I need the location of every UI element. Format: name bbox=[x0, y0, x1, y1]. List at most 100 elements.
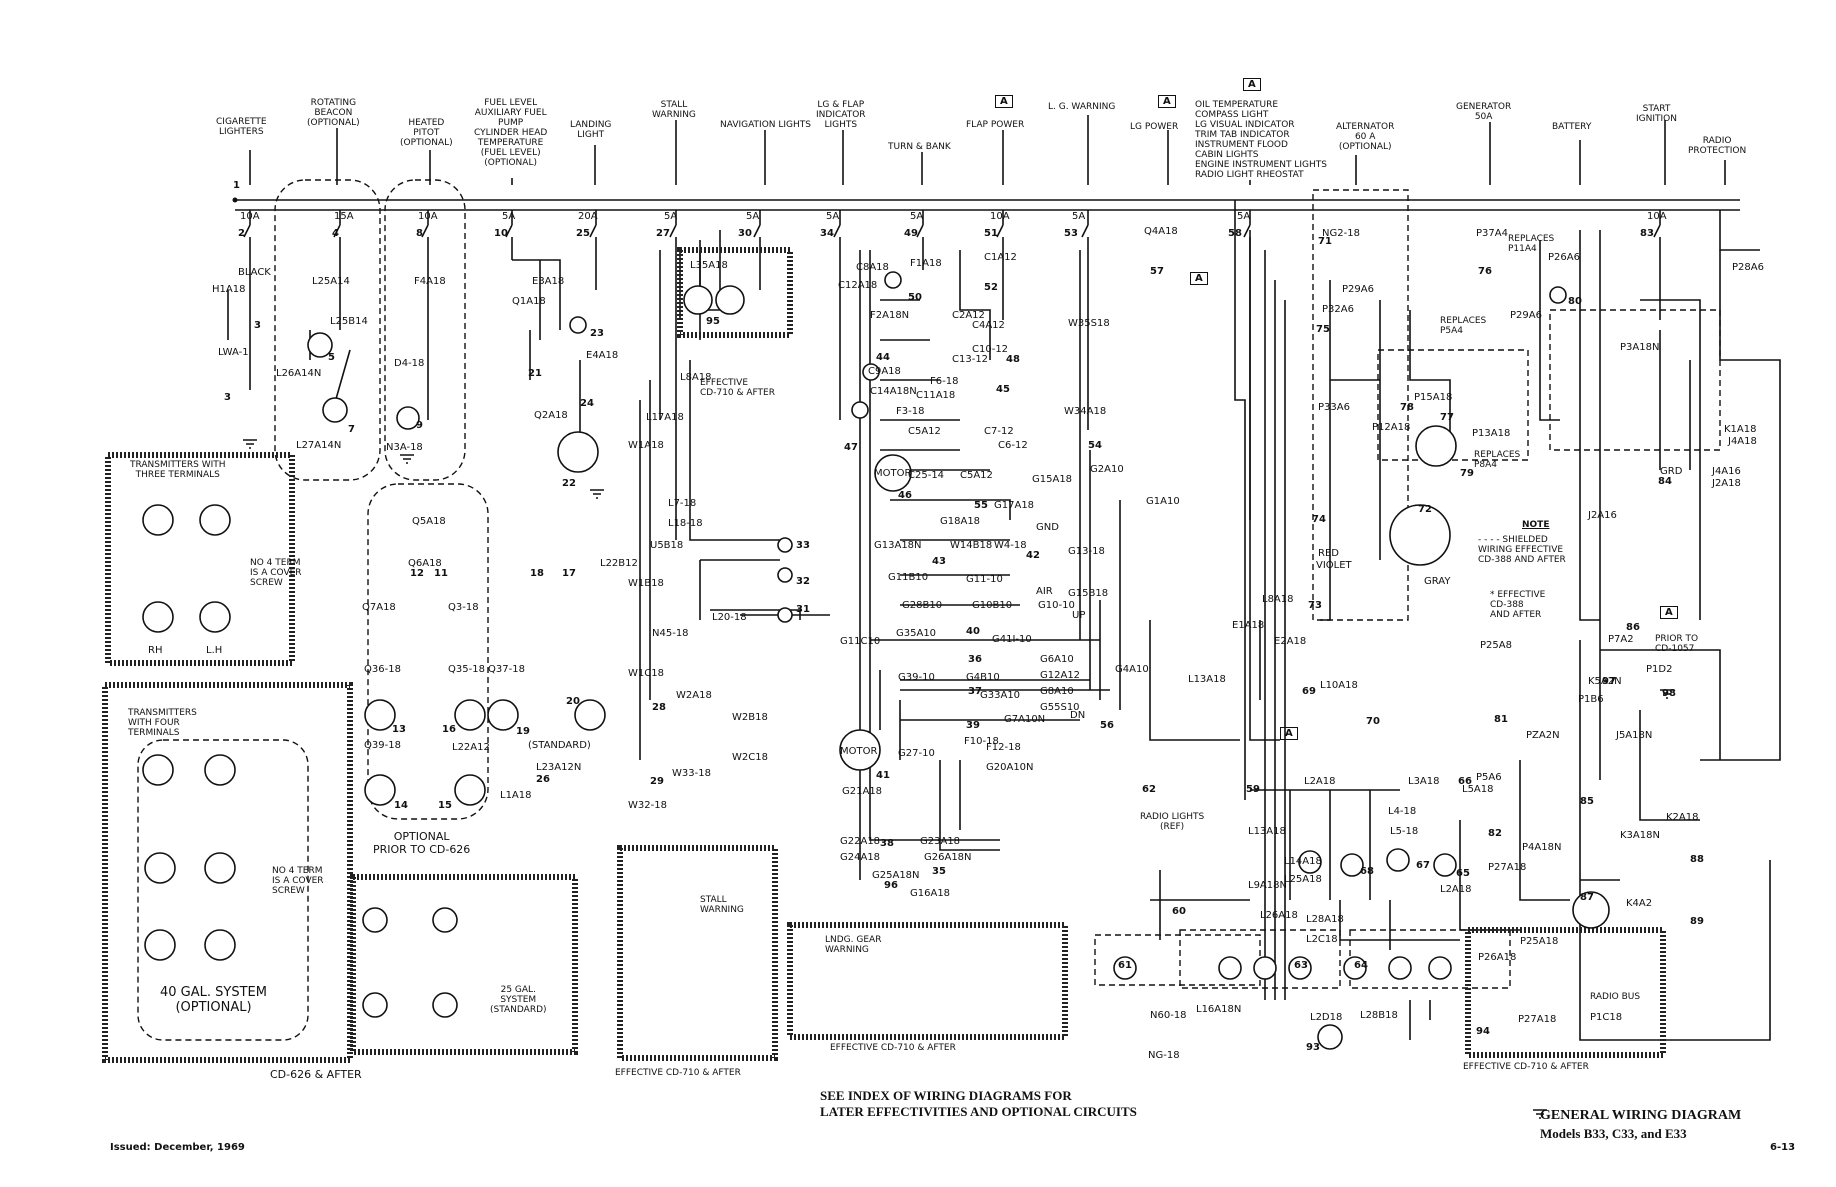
box-title-optional-prior: OPTIONAL PRIOR TO CD-626 bbox=[373, 830, 471, 856]
component-number: 50 bbox=[908, 292, 922, 303]
component-number: 84 bbox=[1658, 476, 1672, 487]
breaker-34-rating: 5A bbox=[826, 211, 840, 222]
wire-code: P5A6 bbox=[1476, 772, 1502, 783]
wire-code: L5-18 bbox=[1390, 826, 1419, 837]
box-title-transmitters-three: TRANSMITTERS WITH THREE TERMINALS bbox=[130, 460, 226, 480]
wire-code: W34A18 bbox=[1064, 406, 1107, 417]
bus-label-navigation-lights: NAVIGATION LIGHTS bbox=[720, 120, 812, 130]
wire-code: Q39-18 bbox=[364, 740, 401, 751]
component-number: 68 bbox=[1360, 866, 1374, 877]
breaker-number-34: 34 bbox=[820, 228, 834, 239]
label-gnd: GND bbox=[1036, 522, 1059, 533]
component-number: 76 bbox=[1478, 266, 1492, 277]
component-number: 15 bbox=[438, 800, 452, 811]
wire-code: E2A18 bbox=[1274, 636, 1307, 647]
wire-code: P1C18 bbox=[1590, 1012, 1623, 1023]
component-number: 74 bbox=[1312, 514, 1326, 525]
bus-label-alternator: ALTERNATOR 60 A (OPTIONAL) bbox=[1336, 122, 1395, 152]
wire-code: G41I-10 bbox=[992, 634, 1032, 645]
component-number: 3 bbox=[224, 392, 231, 403]
component-number: 47 bbox=[844, 442, 858, 453]
wire-code: L8A18 bbox=[680, 372, 712, 383]
wire-code: P25A8 bbox=[1480, 640, 1512, 651]
wire-code: K1A18 bbox=[1724, 424, 1757, 435]
wire-code: C13-12 bbox=[952, 354, 989, 365]
wire-code: W2C18 bbox=[732, 752, 768, 763]
wire-code: L8A18 bbox=[1262, 594, 1294, 605]
radio-lights-ref: RADIO LIGHTS (REF) bbox=[1140, 812, 1205, 832]
wire-code: G11B10 bbox=[888, 572, 929, 583]
wire-code: J4A16 bbox=[1712, 466, 1741, 477]
warning-triangle-oil: A bbox=[1243, 78, 1261, 91]
wire-code: F4A18 bbox=[414, 276, 446, 287]
component-number: 11 bbox=[434, 568, 448, 579]
wire-code: P29A6 bbox=[1342, 284, 1374, 295]
wire-code: P4A18N bbox=[1522, 842, 1562, 853]
breaker-number-83: 83 bbox=[1640, 228, 1654, 239]
component-number: 73 bbox=[1308, 600, 1322, 611]
wire-code: W2A18 bbox=[676, 690, 712, 701]
box-title-stall-effective: EFFECTIVE CD-710 & AFTER bbox=[615, 1068, 741, 1078]
component-number: 65 bbox=[1456, 868, 1470, 879]
component-number: 19 bbox=[516, 726, 530, 737]
warning-triangle-59: A bbox=[1280, 727, 1298, 740]
wire-code: G8A10 bbox=[1040, 686, 1074, 697]
wire-code: L7-18 bbox=[668, 498, 697, 509]
bus-label-landing-light: LANDING LIGHT bbox=[570, 120, 612, 140]
label-lh: L.H bbox=[206, 645, 223, 656]
component-number: 81 bbox=[1494, 714, 1508, 725]
component-number: 40 bbox=[966, 626, 980, 637]
wire-code: Q7A18 bbox=[362, 602, 396, 613]
wire-code: P25A18 bbox=[1520, 936, 1559, 947]
component-number: 5 bbox=[328, 352, 335, 363]
bus-label-generator: GENERATOR 50A bbox=[1456, 102, 1512, 122]
wire-code: G24A18 bbox=[840, 852, 881, 863]
replaces-p8a4: REPLACES P8A4 bbox=[1474, 450, 1521, 470]
wire-code: Q36-18 bbox=[364, 664, 401, 675]
box-title-cd626: CD-626 & AFTER bbox=[270, 1068, 362, 1081]
wire-code: P33A6 bbox=[1318, 402, 1350, 413]
box-title-radio-bus: RADIO BUS bbox=[1590, 992, 1641, 1002]
label-red: RED bbox=[1318, 548, 1339, 559]
bus-label-rotating-beacon: ROTATING BEACON (OPTIONAL) bbox=[307, 98, 360, 128]
breaker-number-25: 25 bbox=[576, 228, 590, 239]
wire-code: N3A-18 bbox=[386, 442, 423, 453]
wire-code: Q1A18 bbox=[512, 296, 546, 307]
wire-code: G17A18 bbox=[994, 500, 1035, 511]
wire-code: H1A18 bbox=[212, 284, 246, 295]
wire-code: L9A18N bbox=[1248, 880, 1287, 891]
wire-code: L18-18 bbox=[668, 518, 703, 529]
wire-code: J2A16 bbox=[1588, 510, 1617, 521]
component-number: 43 bbox=[932, 556, 946, 567]
wire-code: BLACK bbox=[238, 267, 271, 278]
component-number: 24 bbox=[580, 398, 594, 409]
component-number: 29 bbox=[650, 776, 664, 787]
component-number: 9 bbox=[416, 420, 423, 431]
breaker-number-4: 4 bbox=[332, 228, 339, 239]
component-number: 41 bbox=[876, 770, 890, 781]
component-number: 66 bbox=[1458, 776, 1472, 787]
component-number: 75 bbox=[1316, 324, 1330, 335]
box-title-forty-gal: 40 GAL. SYSTEM (OPTIONAL) bbox=[160, 985, 267, 1015]
wire-code: L14A18 bbox=[1284, 856, 1322, 867]
component-number: 87 bbox=[1580, 892, 1594, 903]
wire-code: C8A18 bbox=[856, 262, 889, 273]
wire-code: P37A4 bbox=[1476, 228, 1508, 239]
wire-code: J2A18 bbox=[1712, 478, 1741, 489]
component-number: 38 bbox=[880, 838, 894, 849]
wire-code: L27A14N bbox=[296, 440, 342, 451]
wire-code: C7-12 bbox=[984, 426, 1014, 437]
wire-code: W1A18 bbox=[628, 440, 664, 451]
warning-triangle-86: A bbox=[1660, 606, 1678, 619]
component-number: 42 bbox=[1026, 550, 1040, 561]
components bbox=[142, 271, 1610, 1050]
wire-code: F12-18 bbox=[986, 742, 1021, 753]
component-number: 79 bbox=[1460, 468, 1474, 479]
wire-code: G33A10 bbox=[980, 690, 1021, 701]
bus-label-heated-pitot: HEATED PITOT (OPTIONAL) bbox=[400, 118, 453, 148]
wire-code: K4A2 bbox=[1626, 898, 1653, 909]
wire-code: U5B18 bbox=[650, 540, 684, 551]
wire-code: G27-10 bbox=[898, 748, 935, 759]
breaker-number-30: 30 bbox=[738, 228, 752, 239]
wire-code: G11-10 bbox=[966, 574, 1003, 585]
